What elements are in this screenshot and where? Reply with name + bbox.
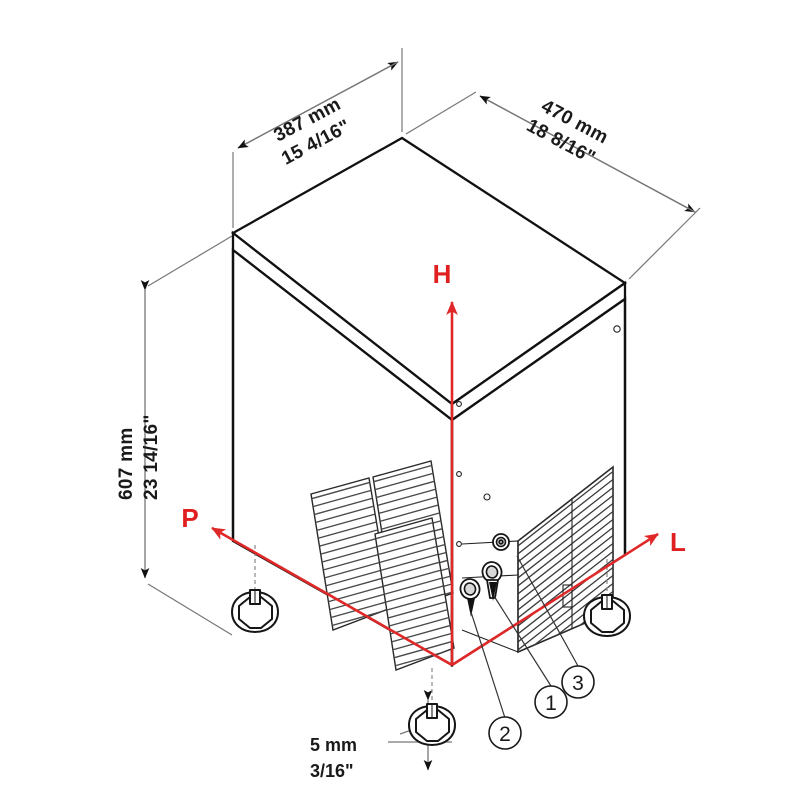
- callout-bubbles: 2 1 3: [488, 665, 595, 750]
- callout-2-label: 2: [499, 723, 511, 746]
- height-dimension-text: 607 mm 23 14/16": [116, 414, 162, 500]
- callout-1-label: 1: [545, 692, 557, 715]
- depth-dimension-text: 387 mm 15 4/16": [270, 94, 354, 170]
- foot-right: [583, 559, 631, 637]
- foot-clearance-imperial-text: 3/16": [310, 761, 354, 781]
- foot-clearance-text: 5 mm 3/16": [310, 735, 357, 781]
- axis-p-label: P: [181, 503, 198, 533]
- height-metric-text: 607 mm: [116, 427, 137, 500]
- callout-3-group[interactable]: 3: [561, 665, 595, 699]
- height-imperial-text: 23 14/16": [141, 414, 162, 500]
- front-vent-panels: [310, 460, 455, 671]
- foot-clearance-metric-text: 5 mm: [310, 735, 357, 755]
- left-face-screw-marks: [456, 401, 462, 547]
- callout-leaders: [470, 555, 579, 719]
- fitting-2: [459, 578, 481, 617]
- axis-l-arrow: [451, 532, 659, 667]
- callout-3-label: 3: [572, 672, 584, 695]
- coordinate-axes: [211, 301, 659, 667]
- axis-p-arrow: [211, 526, 453, 667]
- foot-center: [408, 668, 456, 746]
- width-dimension-text: 470 mm 18 8/16": [523, 96, 612, 169]
- callout-2-group[interactable]: 2: [488, 716, 522, 750]
- callout-1-group[interactable]: 1: [534, 685, 568, 719]
- fitting-3: [492, 533, 510, 551]
- axis-h-label: H: [433, 259, 452, 289]
- screw-dot: [613, 325, 621, 333]
- axis-l-label: L: [670, 527, 686, 557]
- screw-dot: [483, 493, 491, 501]
